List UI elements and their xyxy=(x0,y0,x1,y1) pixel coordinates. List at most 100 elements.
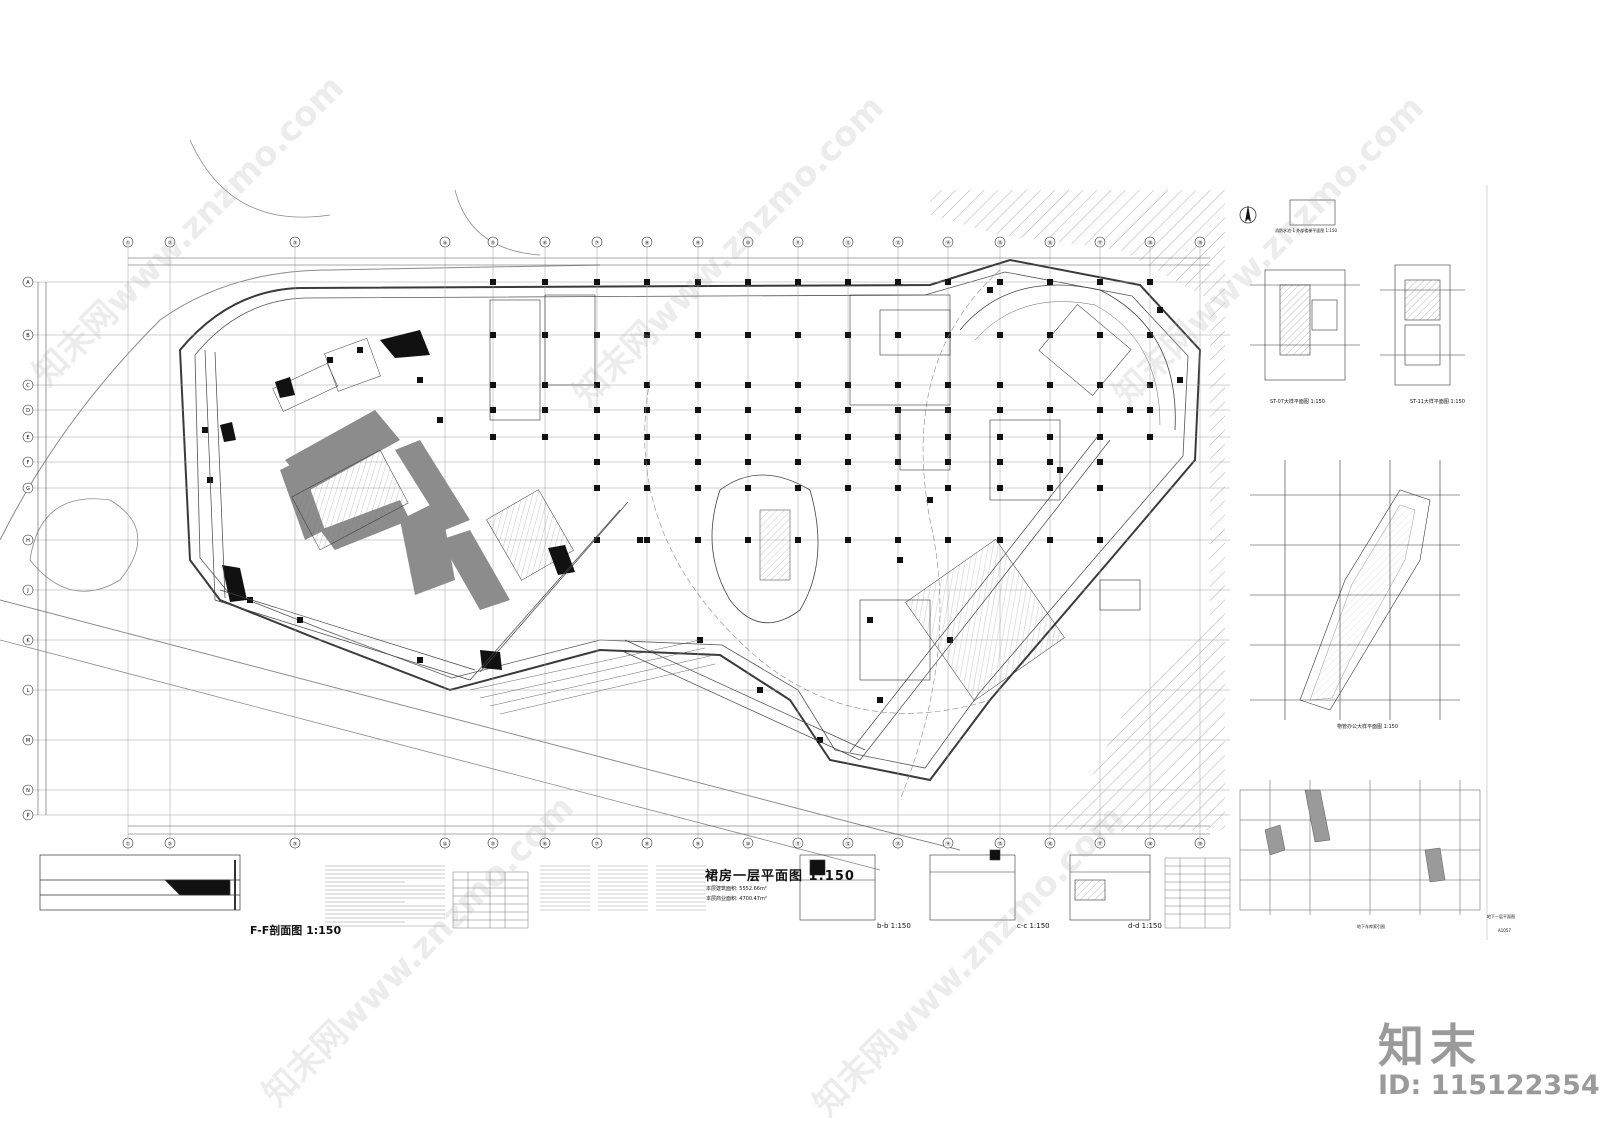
column xyxy=(1047,485,1053,491)
svg-text:⑨: ⑨ xyxy=(696,241,700,247)
column xyxy=(542,407,548,413)
column xyxy=(695,332,701,338)
column xyxy=(1127,407,1133,413)
svg-text:④: ④ xyxy=(443,842,448,848)
column xyxy=(997,434,1003,440)
column xyxy=(490,332,496,338)
column xyxy=(757,687,763,693)
svg-text:C: C xyxy=(26,383,30,389)
column xyxy=(895,459,901,465)
axis-bubble-left: C xyxy=(22,379,34,391)
axis-bubble-bottom: ① xyxy=(122,837,134,849)
column xyxy=(644,382,650,388)
ramp-lines xyxy=(469,639,716,715)
svg-text:④: ④ xyxy=(443,241,448,247)
svg-text:⑪: ⑪ xyxy=(795,841,800,848)
svg-text:⑥: ⑥ xyxy=(543,241,548,247)
detail-basement xyxy=(1239,780,1481,915)
office-title: 物管办公大样平面图 1:150 xyxy=(1337,724,1398,730)
svg-text:N: N xyxy=(26,788,30,794)
column xyxy=(945,459,951,465)
axis-bubble-left: M xyxy=(22,734,34,746)
section-bb xyxy=(799,854,876,921)
site-arc-top xyxy=(189,139,331,218)
column xyxy=(895,279,901,285)
column xyxy=(745,382,751,388)
svg-text:③: ③ xyxy=(293,842,297,848)
column xyxy=(1097,485,1103,491)
svg-text:B: B xyxy=(26,333,30,339)
detail-fire-pool xyxy=(1289,199,1336,226)
column xyxy=(945,537,951,543)
svg-text:⑰: ⑰ xyxy=(1097,240,1102,247)
svg-text:⑯: ⑯ xyxy=(1047,841,1052,848)
schedule-table xyxy=(452,865,706,929)
column xyxy=(845,459,851,465)
site-boundary xyxy=(0,264,601,541)
axis-bubble-left: A xyxy=(22,276,34,288)
column xyxy=(437,417,443,423)
svg-text:⑭: ⑭ xyxy=(945,240,950,247)
column xyxy=(845,485,851,491)
svg-text:H: H xyxy=(26,538,30,544)
column xyxy=(997,382,1003,388)
axis-bubble-left: J xyxy=(22,584,34,596)
axis-bubble-bottom: ⑰ xyxy=(1094,837,1106,849)
north-arrow-icon xyxy=(1239,205,1257,224)
axis-bubble-top: ⑫ xyxy=(842,236,854,248)
column xyxy=(895,537,901,543)
site-road-edge-2 xyxy=(0,639,881,871)
column xyxy=(895,332,901,338)
axis-bubble-top: ② xyxy=(164,236,176,248)
column xyxy=(594,382,600,388)
column xyxy=(845,332,851,338)
column xyxy=(845,434,851,440)
svg-text:E: E xyxy=(26,435,29,441)
column xyxy=(490,407,496,413)
dimension-strip-bottom xyxy=(128,825,1210,835)
column xyxy=(795,434,801,440)
column xyxy=(1047,407,1053,413)
axis-bubble-bottom: ⑲ xyxy=(1194,837,1206,849)
axis-bubble-bottom: ⑫ xyxy=(842,837,854,849)
axis-bubble-left: B xyxy=(22,329,34,341)
column xyxy=(1097,332,1103,338)
axis-bubble-top: ⑧ xyxy=(641,236,653,248)
corridor-band-sw xyxy=(204,349,476,681)
svg-text:P: P xyxy=(26,813,29,819)
atrium-curve-right xyxy=(959,284,1176,431)
column xyxy=(1047,434,1053,440)
axis-bubble-left: G xyxy=(22,482,34,494)
column xyxy=(945,382,951,388)
svg-text:②: ② xyxy=(168,842,173,848)
column xyxy=(745,332,751,338)
svg-text:⑤: ⑤ xyxy=(491,241,495,247)
column xyxy=(997,407,1003,413)
column xyxy=(795,279,801,285)
column xyxy=(1157,307,1163,313)
column xyxy=(997,459,1003,465)
column xyxy=(895,382,901,388)
atrium-curve-center xyxy=(711,474,819,624)
column xyxy=(202,427,208,433)
axis-bubble-top: ⑯ xyxy=(1044,236,1056,248)
basement-subtitle: 地下车库索引图 xyxy=(1357,924,1385,929)
svg-text:G: G xyxy=(26,486,30,492)
column xyxy=(795,382,801,388)
column xyxy=(795,407,801,413)
column xyxy=(895,407,901,413)
svg-text:A: A xyxy=(26,280,30,286)
axis-bubble-top: ⑲ xyxy=(1194,236,1206,248)
svg-text:①: ① xyxy=(126,241,131,247)
svg-text:⑩: ⑩ xyxy=(746,842,751,848)
dimension-strip-top xyxy=(128,257,1210,266)
svg-text:J: J xyxy=(26,588,28,594)
section-ff-title: F-F剖面图 1:150 xyxy=(250,924,342,937)
svg-text:⑤: ⑤ xyxy=(491,842,495,848)
axis-bubble-bottom: ⑭ xyxy=(942,837,954,849)
axis-bubble-top: ⑪ xyxy=(792,236,804,248)
column xyxy=(795,332,801,338)
column xyxy=(1097,434,1103,440)
